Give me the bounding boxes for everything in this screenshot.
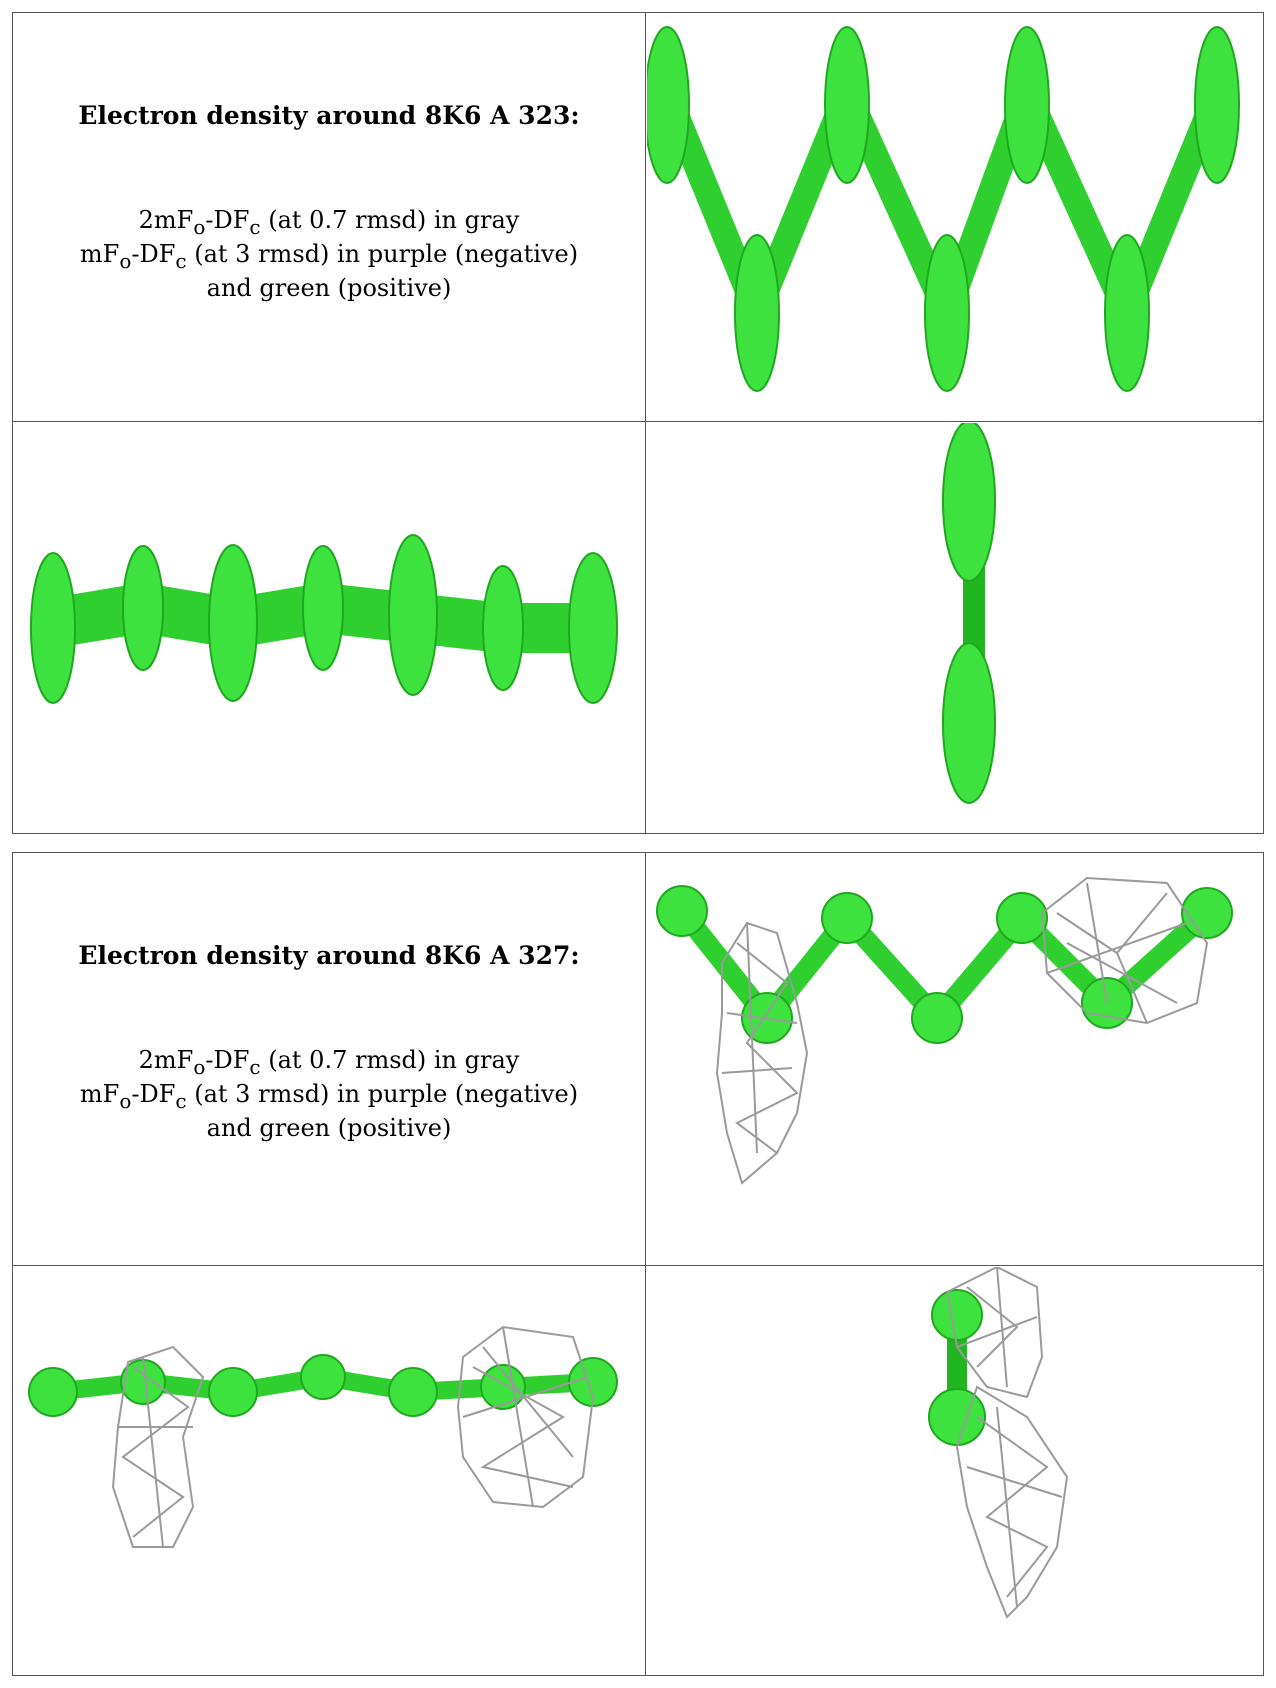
density-view-side xyxy=(13,1267,645,1675)
legend-2mfo: 2mFo-DFc (at 0.7 rmsd) in gray xyxy=(138,1046,520,1079)
density-view-top xyxy=(647,853,1263,1265)
density-panel-323: Electron density around 8K6 A 323: 2mFo-… xyxy=(12,12,1264,834)
legend-green: and green (positive) xyxy=(206,274,452,302)
atom xyxy=(924,234,970,392)
molecule-view-side xyxy=(13,423,645,833)
legend-green: and green (positive) xyxy=(206,1114,452,1142)
molecule-view-top xyxy=(647,13,1263,421)
legend-2mfo: 2mFo-DFc (at 0.7 rmsd) in gray xyxy=(138,206,520,239)
molecule-view-end xyxy=(647,423,1263,833)
caption-323: Electron density around 8K6 A 323: 2mFo-… xyxy=(13,13,645,421)
caption-327: Electron density around 8K6 A 327: 2mFo-… xyxy=(13,853,645,1265)
legend-mfo: mFo-DFc (at 3 rmsd) in purple (negative) xyxy=(79,240,579,273)
density-mesh xyxy=(945,1267,1069,1619)
density-mesh xyxy=(715,876,1209,1185)
density-panel-327: Electron density around 8K6 A 327: 2mFo-… xyxy=(12,852,1264,1676)
panel-title: Electron density around 8K6 A 323: xyxy=(78,101,580,130)
atom xyxy=(824,26,870,184)
legend-mfo: mFo-DFc (at 3 rmsd) in purple (negative) xyxy=(79,1080,579,1113)
density-mesh xyxy=(111,1325,595,1548)
atom xyxy=(1004,26,1050,184)
atom xyxy=(647,26,690,184)
atom xyxy=(734,234,780,392)
atom xyxy=(1104,234,1150,392)
panel-title: Electron density around 8K6 A 327: xyxy=(78,941,580,970)
density-view-end xyxy=(647,1267,1263,1675)
atom xyxy=(1194,26,1240,184)
